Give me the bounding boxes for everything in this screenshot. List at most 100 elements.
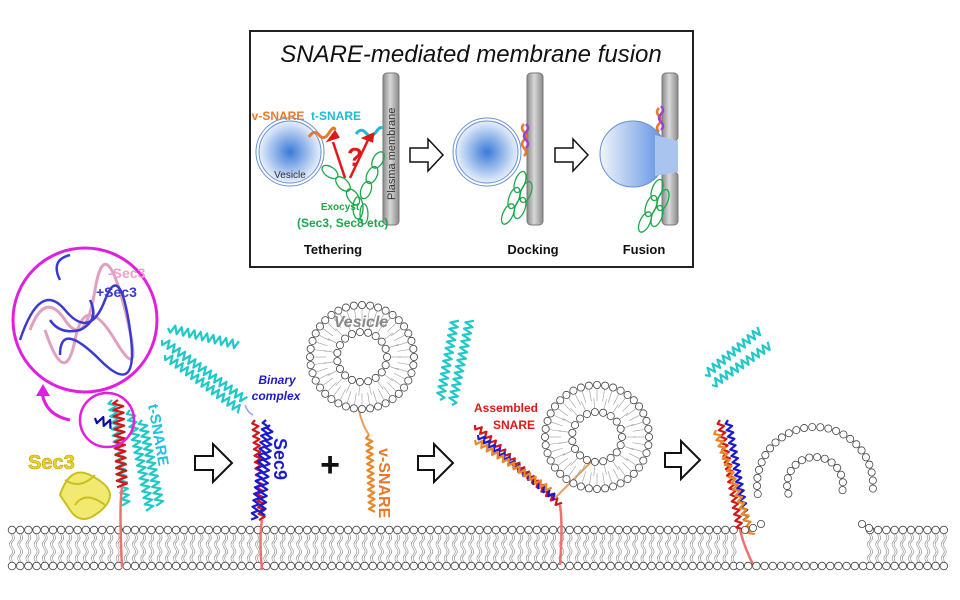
lipid-head bbox=[409, 344, 418, 353]
highlight-circle bbox=[78, 391, 136, 449]
lipid-head bbox=[584, 484, 593, 493]
lipid-head bbox=[576, 482, 585, 491]
lipid-tails bbox=[673, 533, 679, 563]
lipid-head bbox=[565, 561, 574, 571]
lipid-head bbox=[549, 561, 558, 571]
lipid-tails bbox=[25, 533, 32, 563]
lipid-head bbox=[931, 561, 940, 571]
lipid-head bbox=[614, 525, 623, 535]
lipid-tail bbox=[316, 367, 328, 373]
lipid-head bbox=[824, 424, 833, 433]
lipid-head bbox=[163, 561, 172, 571]
lipid-tail bbox=[625, 408, 637, 417]
lipid-head bbox=[409, 361, 418, 370]
lipid-tail bbox=[372, 311, 378, 323]
lipid-head bbox=[939, 525, 948, 535]
lipid-head bbox=[179, 561, 189, 571]
lipid-tail bbox=[593, 398, 595, 409]
lipid-head bbox=[401, 525, 410, 535]
lipid-head bbox=[97, 525, 107, 535]
lipid-tails bbox=[378, 533, 384, 563]
lipid-head bbox=[590, 525, 599, 535]
lipid-tail bbox=[607, 471, 613, 483]
lipid-head bbox=[598, 561, 607, 571]
lipid-head bbox=[368, 525, 377, 535]
lipid-head bbox=[562, 475, 571, 484]
lipid-head bbox=[286, 525, 295, 535]
lipid-tail bbox=[625, 457, 637, 466]
lipid-tail bbox=[558, 441, 569, 444]
lipid-head bbox=[204, 561, 213, 571]
lipid-head bbox=[335, 561, 345, 571]
lipid-head bbox=[573, 561, 582, 571]
lipid-head bbox=[858, 520, 867, 529]
lipid-head bbox=[347, 330, 356, 339]
lipid-tails bbox=[329, 533, 335, 563]
lipid-tails bbox=[435, 533, 442, 563]
lipid-head bbox=[915, 525, 924, 535]
zoom-arrow-icon bbox=[40, 391, 71, 422]
lipid-head bbox=[409, 352, 418, 361]
lipid-tails bbox=[17, 533, 23, 563]
lipid-tail bbox=[393, 334, 405, 341]
lipid-head bbox=[601, 381, 610, 390]
lipid-head bbox=[569, 386, 578, 395]
lipid-head bbox=[270, 561, 279, 571]
lipid-tails bbox=[484, 533, 491, 563]
lipid-tail bbox=[367, 392, 370, 405]
lipid-head bbox=[663, 525, 673, 535]
lipid-head bbox=[861, 453, 870, 462]
lipid-tails bbox=[591, 533, 597, 563]
habc-helix bbox=[163, 354, 241, 414]
lipid-tails bbox=[214, 533, 220, 563]
lipid-head bbox=[571, 421, 580, 430]
plasma-membrane-label: Plasma membrane bbox=[386, 108, 398, 200]
lipid-head bbox=[867, 468, 876, 477]
lipid-tails bbox=[402, 533, 409, 563]
lipid-tails bbox=[941, 533, 947, 563]
lipid-head bbox=[321, 389, 330, 398]
lipid-head bbox=[865, 524, 874, 533]
lipid-head bbox=[581, 561, 591, 571]
lipid-head bbox=[757, 458, 766, 467]
lipid-tails bbox=[33, 533, 40, 563]
lipid-head bbox=[754, 465, 763, 474]
lipid-head bbox=[696, 561, 705, 571]
lipid-head bbox=[629, 396, 638, 405]
lipid-head bbox=[852, 440, 861, 449]
lipid-head bbox=[400, 383, 409, 392]
lipid-head bbox=[543, 416, 552, 425]
lipid-head bbox=[582, 410, 591, 419]
lipid-tails bbox=[509, 533, 515, 563]
lipid-head bbox=[629, 469, 638, 478]
lipid-head bbox=[721, 561, 730, 571]
lipid-head bbox=[573, 525, 582, 535]
lipid-head bbox=[321, 316, 330, 325]
lipid-head bbox=[48, 525, 58, 535]
lipid-tail bbox=[554, 414, 566, 421]
lipid-head bbox=[721, 525, 730, 535]
question-mark: ? bbox=[347, 142, 363, 172]
lipid-head bbox=[663, 561, 673, 571]
lipid-tail bbox=[602, 389, 605, 402]
lipid-head bbox=[842, 561, 851, 571]
lipid-head bbox=[381, 306, 390, 315]
lipid-head bbox=[696, 525, 705, 535]
lipid-tail bbox=[354, 309, 357, 322]
lipid-head bbox=[163, 525, 172, 535]
lipid-head bbox=[434, 525, 443, 535]
lipid-head bbox=[138, 561, 148, 571]
lipid-tail bbox=[570, 458, 578, 466]
lipid-tails bbox=[575, 533, 581, 563]
lipid-head bbox=[237, 525, 246, 535]
lipid-tail bbox=[613, 394, 620, 406]
lipid-tail bbox=[549, 429, 562, 432]
lipid-head bbox=[376, 561, 386, 571]
lipid-head bbox=[612, 417, 621, 426]
lipid-head bbox=[426, 525, 435, 535]
lipid-head bbox=[601, 484, 610, 493]
lipid-tail bbox=[554, 453, 566, 460]
lipid-head bbox=[377, 368, 386, 377]
lipid-head bbox=[426, 561, 435, 571]
